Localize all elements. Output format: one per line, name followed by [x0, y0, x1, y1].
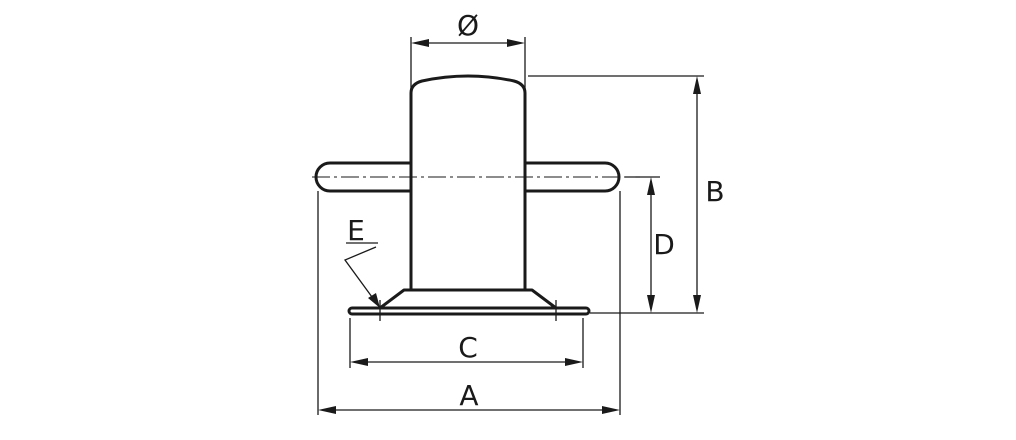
- label-d: D: [653, 228, 675, 261]
- dimension-d: D: [647, 177, 675, 313]
- label-a: A: [459, 379, 478, 412]
- label-diameter: Ø: [457, 9, 479, 42]
- label-b: B: [705, 175, 724, 208]
- label-c: C: [458, 331, 478, 364]
- flared-foot: [378, 288, 558, 310]
- leader-e: E: [343, 214, 380, 308]
- dimension-diameter: Ø: [411, 9, 525, 47]
- column: [409, 74, 527, 292]
- bollard: [312, 74, 640, 321]
- extension-lines: [317, 37, 704, 415]
- label-e: E: [347, 214, 365, 247]
- dimension-a: A: [318, 379, 620, 414]
- dimension-c: C: [350, 331, 583, 366]
- dimension-b: B: [693, 76, 725, 313]
